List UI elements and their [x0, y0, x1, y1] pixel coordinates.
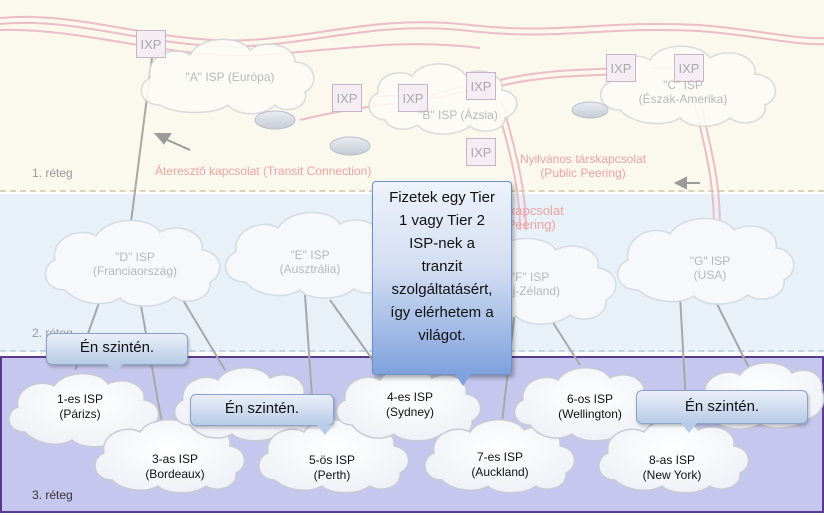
- arrow-transit: [162, 137, 191, 151]
- cloud-isp-8: [598, 419, 750, 494]
- ixp-box-1: IXP: [136, 30, 166, 58]
- cloud-isp-a: [140, 38, 315, 115]
- callout-line-7: világot.: [418, 327, 466, 344]
- callout-tail: [455, 374, 471, 386]
- arrow-head-transit: [153, 133, 172, 145]
- arrow-head-peering: [673, 176, 687, 190]
- link-g-to-right: [714, 299, 751, 371]
- router-icon: [571, 101, 609, 119]
- router-icon: [329, 136, 371, 156]
- tier-callout-box: Fizetek egy Tier 1 vagy Tier 2 ISP-nek a…: [372, 181, 512, 386]
- link-f-to-7: [499, 309, 516, 441]
- ixp-box-5: IXP: [466, 138, 496, 166]
- cloud-isp-d: [44, 219, 221, 307]
- tier3-clouds: [8, 362, 824, 494]
- ixp-box-2: IXP: [332, 84, 362, 112]
- link-d-to-3: [139, 299, 166, 441]
- speech-bubble-tail: [107, 364, 123, 374]
- callout-line-4: tranzit: [421, 258, 463, 275]
- ixp-box-3: IXP: [398, 84, 428, 112]
- callout-line-1: Fizetek egy Tier: [389, 189, 495, 206]
- cloud-isp-1: [8, 373, 160, 448]
- speech-bubble-left: Én szintén.: [46, 333, 188, 374]
- cloud-isp-7: [424, 419, 576, 494]
- tier2-clouds: [44, 211, 795, 325]
- speech-bubble-middle: Én szintén.: [190, 394, 334, 435]
- ixp-box-4: IXP: [466, 72, 496, 100]
- speech-bubble-left-text: Én szintén.: [79, 339, 155, 356]
- callout-line-5: szolgáltatásért,: [391, 281, 493, 298]
- callout-line-2: 1 vagy Tier 2: [399, 212, 485, 229]
- speech-bubble-right-text: Én szintén.: [684, 398, 760, 415]
- callout-line-6: így elérhetem a: [390, 304, 494, 321]
- ixp-box-6: IXP: [606, 54, 636, 82]
- peering-arrows: [153, 133, 700, 190]
- link-d-to-bubble: [179, 294, 226, 371]
- link-e-to-4: [329, 299, 381, 371]
- cloud-isp-4: [336, 367, 482, 442]
- speech-bubble-right: Én szintén.: [636, 390, 808, 433]
- cloud-isp-g: [616, 217, 795, 305]
- speech-bubble-tail: [681, 423, 697, 433]
- speech-bubble-middle-text: Én szintén.: [224, 400, 300, 417]
- callout-line-3: ISP-nek a: [409, 235, 475, 252]
- router-icon: [254, 110, 296, 130]
- speech-bubble-tail: [317, 425, 333, 435]
- cloud-isp-3: [94, 419, 246, 494]
- ixp-box-7: IXP: [674, 54, 704, 82]
